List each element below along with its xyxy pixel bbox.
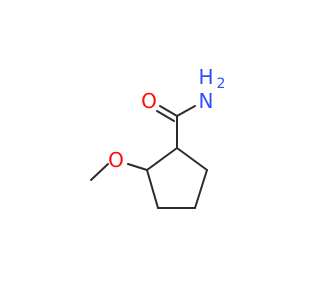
bond-ring-to-methoxy-o bbox=[127, 163, 148, 171]
ring-bond-c1-c2 bbox=[176, 147, 208, 171]
methoxy-oxygen-label: O bbox=[108, 148, 124, 172]
molecule-drawing: O O N H 2 bbox=[90, 65, 226, 209]
ring-bond-c4-c5 bbox=[146, 169, 159, 209]
carbonyl-double-bond-a bbox=[159, 105, 178, 117]
amide-hydrogen-subscript: 2 bbox=[217, 76, 226, 92]
amide-nitrogen-label: N bbox=[199, 89, 214, 113]
ring-bond-c5-c1 bbox=[146, 147, 178, 171]
bond-methoxy-o-to-ch3 bbox=[90, 163, 109, 181]
structure-canvas: O O N H 2 bbox=[90, 65, 226, 209]
amide-cn-bond bbox=[176, 105, 196, 117]
amide-hydrogen-label: H bbox=[198, 65, 213, 89]
carbonyl-double-bond-b bbox=[156, 110, 175, 122]
carbonyl-oxygen-label: O bbox=[141, 89, 157, 113]
ring-bond-c2-c3 bbox=[194, 169, 208, 209]
